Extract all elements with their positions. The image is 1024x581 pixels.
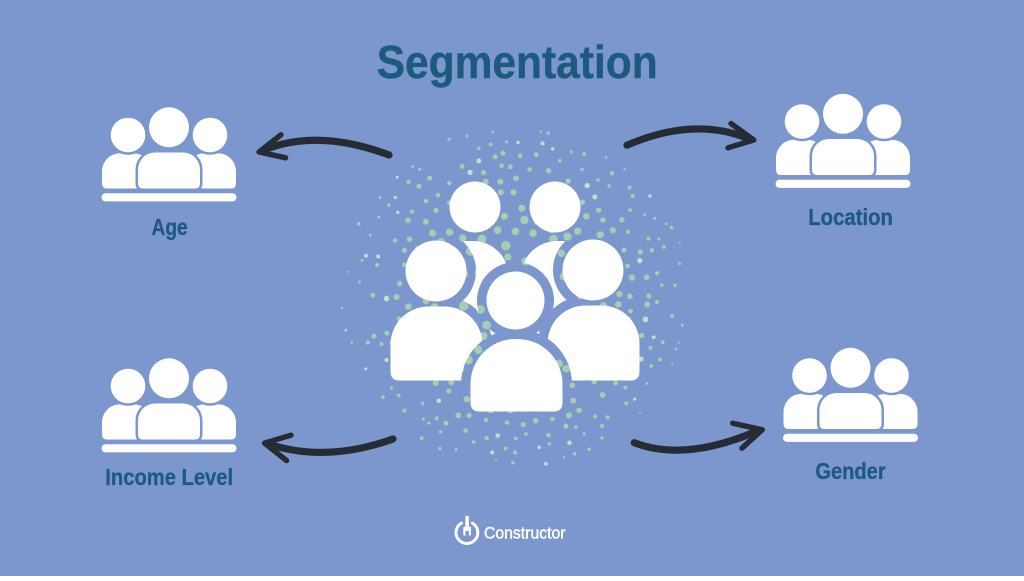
svg-text:Income Level: Income Level [105, 464, 233, 490]
svg-text:Gender: Gender [815, 458, 885, 484]
svg-text:Location: Location [808, 204, 893, 230]
svg-text:Constructor: Constructor [484, 523, 566, 542]
svg-text:Age: Age [152, 214, 188, 240]
svg-text:Segmentation: Segmentation [377, 36, 658, 88]
